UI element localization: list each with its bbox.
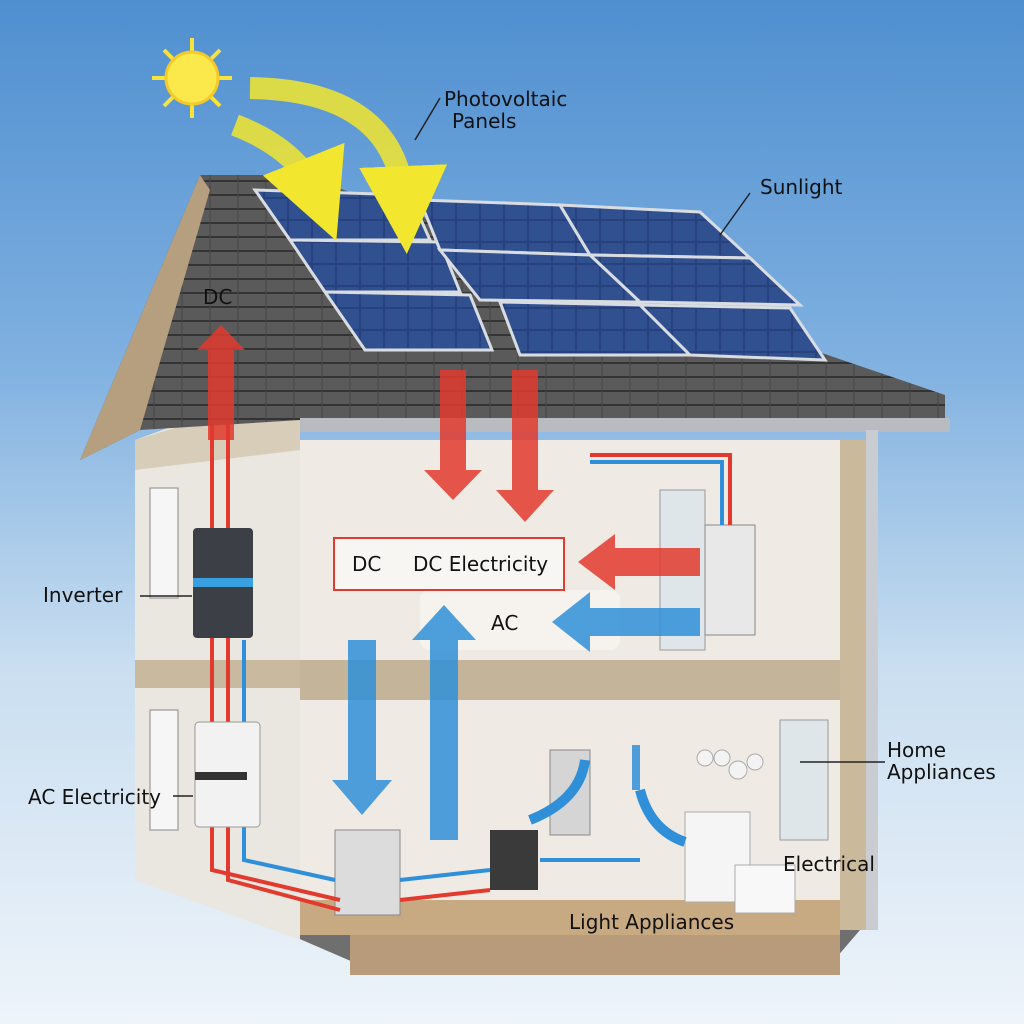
dc-electricity-box: DC DC Electricity xyxy=(333,537,565,591)
photovoltaic-panels-label: Photovoltaic Panels xyxy=(444,88,567,132)
ac-label: AC xyxy=(491,611,519,635)
ac-electricity-label: AC Electricity xyxy=(28,785,161,809)
sunlight-arrows xyxy=(230,77,448,254)
floor-slab xyxy=(300,660,840,700)
floor-edge xyxy=(350,930,840,975)
sunlight-label: Sunlight xyxy=(760,175,843,199)
light-appliances-label: Light Appliances xyxy=(569,910,735,934)
inverter-label: Inverter xyxy=(43,583,123,607)
dc-top-label: DC xyxy=(203,285,233,309)
distribution-box xyxy=(334,829,401,916)
panels-label-line2: Panels xyxy=(452,109,517,133)
home-appliances-label: Home Appliances xyxy=(887,739,996,783)
leader-lines xyxy=(140,97,885,797)
dc-box-label: DC xyxy=(352,552,382,576)
dc-electricity-label: DC Electricity xyxy=(413,552,549,576)
appliances-label-line2: Appliances xyxy=(887,760,996,784)
dc-arrows xyxy=(197,325,700,590)
breaker-panel xyxy=(704,524,756,636)
meter xyxy=(490,830,538,890)
home-label-line1: Home xyxy=(887,738,947,762)
sun-icon xyxy=(152,38,232,118)
photovoltaic-label-line1: Photovoltaic xyxy=(444,87,568,111)
electrical-label: Electrical xyxy=(783,852,875,876)
ac-arrows xyxy=(332,592,700,847)
